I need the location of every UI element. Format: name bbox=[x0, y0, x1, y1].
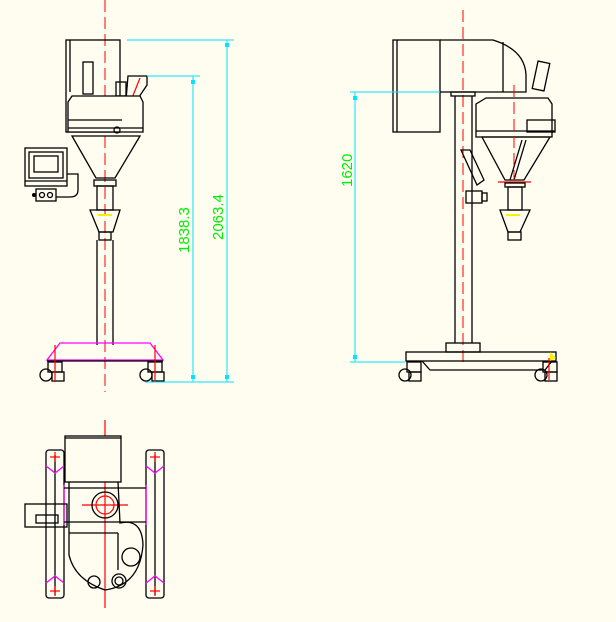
dimension-text-inlet-height: 1838.3 bbox=[176, 207, 193, 253]
side-adjust-box bbox=[465, 190, 483, 204]
dimension-1838-3: 1838.3 bbox=[147, 75, 200, 382]
side-base-plate bbox=[405, 351, 557, 362]
side-auger-tube bbox=[507, 186, 523, 211]
front-cone-hopper bbox=[70, 135, 142, 179]
touch-screen bbox=[28, 151, 64, 179]
dimension-text-column-height: 1620 bbox=[339, 154, 356, 187]
side-handwheel-arm bbox=[459, 149, 485, 186]
front-hopper-body bbox=[67, 95, 144, 133]
side-caster-left bbox=[398, 361, 422, 382]
dimension-2063-4: 2063.4 bbox=[127, 39, 234, 383]
front-base-frame bbox=[45, 342, 165, 361]
top-view bbox=[24, 420, 165, 608]
control-panel bbox=[24, 147, 79, 198]
dimension-text-total-height: 2063.4 bbox=[210, 194, 227, 240]
side-top-housing bbox=[392, 39, 441, 133]
top-hopper-outline bbox=[68, 481, 144, 591]
side-caster-right bbox=[534, 358, 558, 382]
side-hopper-body bbox=[475, 97, 553, 138]
top-control-panel bbox=[24, 503, 68, 528]
front-motor bbox=[82, 61, 94, 95]
side-head-cover bbox=[440, 39, 527, 93]
front-view: 2063.4 1838.3 bbox=[24, 0, 234, 392]
button-box bbox=[32, 188, 57, 202]
front-caster-right bbox=[139, 345, 165, 382]
side-view: 1620 bbox=[339, 10, 558, 382]
side-funnel bbox=[499, 209, 532, 233]
dimension-1620: 1620 bbox=[339, 91, 440, 363]
front-funnel bbox=[89, 209, 121, 233]
side-motor bbox=[531, 60, 551, 92]
top-housing bbox=[64, 435, 122, 483]
top-outlet-flange bbox=[91, 491, 119, 519]
front-caster-left bbox=[39, 345, 65, 382]
side-cone-hopper bbox=[480, 136, 552, 181]
